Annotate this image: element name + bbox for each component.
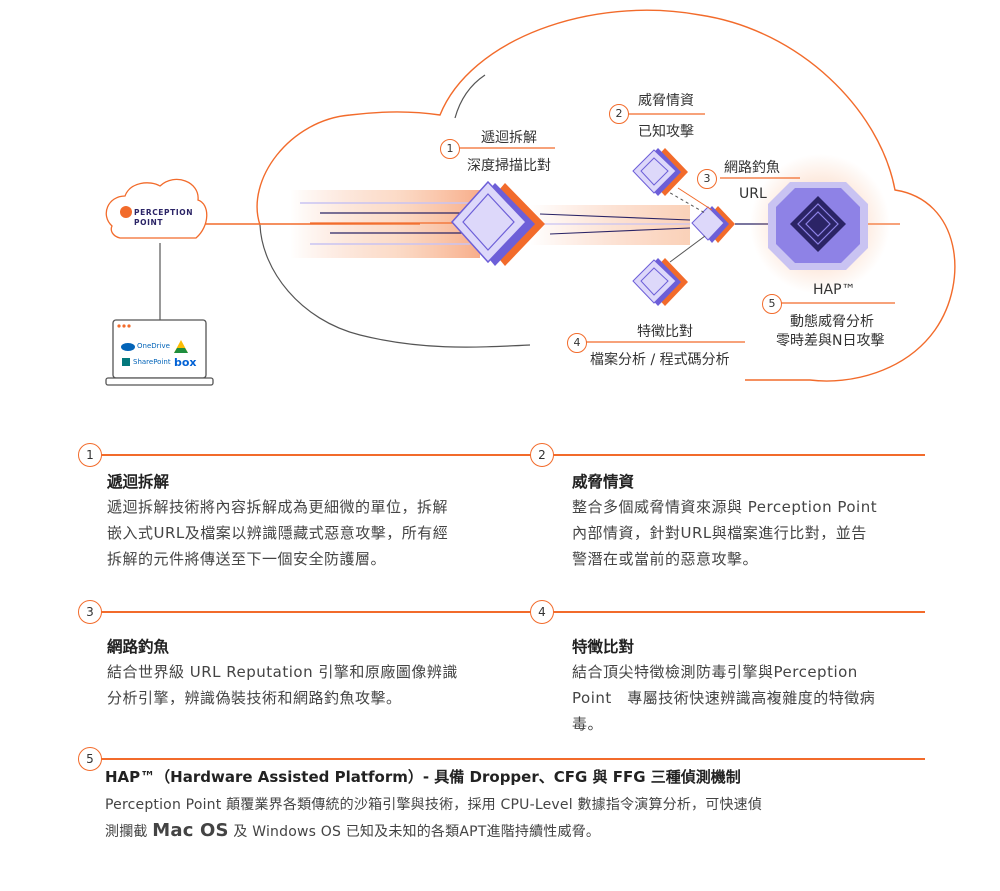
diagram-graphic: [105, 9, 956, 386]
section-3-line-1: 結合世界級 URL Reputation 引擎和原廠圖像辨識: [107, 663, 458, 681]
section-5-line-2c: 及 Windows OS 已知及未知的各類APT進階持續性威脅。: [228, 824, 601, 840]
section-5: 5 HAP™（Hardware Assisted Platform）- 具備 D…: [78, 747, 925, 867]
section-2-line-3: 警潛在或當前的惡意攻擊。: [572, 550, 759, 568]
node-4-subtitle: 檔案分析 / 程式碼分析: [590, 352, 730, 368]
node-3-number: 3: [697, 169, 717, 189]
section-1-line-1: 遞迴拆解技術將內容拆解成為更細微的單位，拆解: [107, 498, 449, 516]
section-5-line-1: Perception Point 顛覆業界各類傳統的沙箱引擎與技術，採用 CPU…: [105, 797, 763, 813]
section-4-number: 4: [530, 600, 554, 624]
node-2-diamond: [632, 148, 688, 196]
node-4-number: 4: [567, 333, 587, 353]
onedrive-label: OneDrive: [137, 342, 170, 350]
section-1-line-3: 拆解的元件將傳送至下一個安全防護層。: [107, 550, 387, 568]
section-3-number: 3: [78, 600, 102, 624]
section-4-rule: [553, 611, 925, 613]
section-5-title: HAP™（Hardware Assisted Platform）- 具備 Dro…: [105, 768, 741, 786]
section-4-line-1: 結合頂尖特徵檢測防毒引擎與Perception: [572, 663, 858, 681]
node-3-subtitle: URL: [739, 186, 767, 202]
section-2-line-2: 內部情資，針對URL與檔案進行比對，並告: [572, 524, 867, 542]
laptop: [105, 319, 214, 386]
node-1-title: 遞迴拆解: [481, 130, 537, 146]
section-3-title: 網路釣魚: [107, 638, 170, 656]
section-4: 4 特徵比對 結合頂尖特徵檢測防毒引擎與Perception Point 專屬技…: [530, 600, 925, 740]
section-2: 2 威脅情資 整合多個威脅情資來源與 Perception Point 內部情資…: [530, 443, 925, 583]
node-2-subtitle: 已知攻擊: [638, 124, 694, 140]
cloud-outline: [256, 9, 956, 382]
section-1-line-2: 嵌入式URL及檔案以辨識隱藏式惡意攻擊，所有經: [107, 524, 449, 542]
node-2-title: 威脅情資: [638, 93, 694, 109]
hap-chip: [768, 182, 868, 270]
box-label: box: [174, 356, 197, 369]
node-5-number: 5: [762, 294, 782, 314]
cloud-outline-bottom: [259, 224, 531, 348]
section-3-line-2: 分析引擎，辨識偽裝技術和網路釣魚攻擊。: [107, 689, 402, 707]
threat-flow-diagram: PERCEPTION POINT OneDrive SharePoint box…: [0, 0, 1000, 400]
section-2-number: 2: [530, 443, 554, 467]
section-1-rule: [101, 454, 538, 456]
brand-name-line1: PERCEPTION: [134, 208, 194, 217]
section-1: 1 遞迴拆解 遞迴拆解技術將內容拆解成為更細微的單位，拆解 嵌入式URL及檔案以…: [78, 443, 538, 583]
section-4-line-3: 毒。: [572, 715, 604, 733]
cloud-outline-inner: [454, 74, 486, 119]
node-4-title: 特徵比對: [637, 324, 693, 340]
section-5-macos: Mac OS: [152, 820, 229, 841]
section-2-title: 威脅情資: [572, 473, 635, 491]
section-5-rule: [101, 758, 925, 760]
node-5-line2: 動態威脅分析: [790, 314, 874, 330]
section-2-rule: [553, 454, 925, 456]
sharepoint-label: SharePoint: [133, 358, 171, 366]
node-1-diamond: [450, 180, 545, 266]
section-1-title: 遞迴拆解: [107, 473, 170, 491]
node-5-title: HAP™: [813, 282, 856, 298]
section-4-title: 特徵比對: [572, 638, 635, 656]
section-3: 3 網路釣魚 結合世界級 URL Reputation 引擎和原廠圖像辨識 分析…: [78, 600, 538, 720]
hub-diamond: [691, 206, 735, 243]
node-1-number: 1: [440, 139, 460, 159]
section-5-line-2: 測攔截 Mac OS 及 Windows OS 已知及未知的各類APT進階持續性…: [105, 818, 600, 845]
node-2-number: 2: [609, 104, 629, 124]
brand-cloud: [105, 178, 208, 239]
section-4-line-2: Point 專屬技術快速辨識高複雜度的特徵病: [572, 689, 876, 707]
brand-name-line2: POINT: [134, 218, 164, 227]
section-1-number: 1: [78, 443, 102, 467]
node-3-title: 網路釣魚: [724, 160, 780, 176]
node-1-subtitle: 深度掃描比對: [467, 158, 551, 174]
node-4-diamond: [632, 258, 688, 306]
section-5-line-2a: 測攔截: [105, 824, 153, 840]
section-3-rule: [101, 611, 538, 613]
node-5-line3: 零時差與N日攻擊: [776, 333, 885, 349]
section-5-number: 5: [78, 747, 102, 771]
section-2-line-1: 整合多個威脅情資來源與 Perception Point: [572, 498, 878, 516]
